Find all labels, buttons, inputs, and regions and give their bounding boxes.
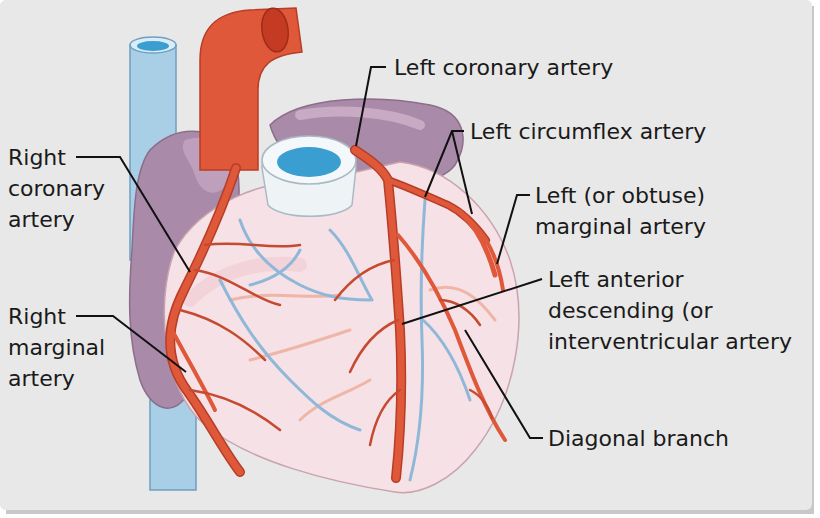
small-artery xyxy=(470,390,492,418)
part-label: Left (or obtuse) marginal artery xyxy=(535,180,770,242)
cardiac-veins xyxy=(220,200,470,480)
small-artery xyxy=(335,260,394,300)
cardiac-vein xyxy=(423,320,470,400)
part-label: Left anterior descending (or interventri… xyxy=(548,264,810,357)
small-artery xyxy=(440,300,480,325)
leader-line xyxy=(452,131,472,214)
cardiac-vein xyxy=(250,250,300,285)
panel-background xyxy=(0,0,812,510)
coronary-arteries xyxy=(170,150,505,478)
part-label: Diagonal branch xyxy=(548,423,810,454)
diagonal-branch xyxy=(398,235,505,440)
right-marginal-artery xyxy=(172,330,215,410)
panel-background xyxy=(0,0,812,510)
circumflex-branch xyxy=(486,240,503,290)
pulmonary-trunk-opening xyxy=(262,136,356,184)
vena-cava-lumen xyxy=(137,41,169,51)
cardiac-vein xyxy=(330,230,372,300)
cardiac-vein xyxy=(220,280,360,430)
pulmonary-trunk-lumen xyxy=(277,147,341,177)
leader-line xyxy=(465,330,543,438)
leader-line xyxy=(356,67,386,146)
vena-cava-opening xyxy=(130,37,176,53)
small-artery xyxy=(180,310,265,360)
left-anterior-descending-artery xyxy=(355,150,401,478)
leader-line xyxy=(402,279,542,324)
part-label: Left coronary artery xyxy=(394,52,694,83)
right-coronary-artery xyxy=(170,168,240,472)
leader-line xyxy=(425,131,464,197)
leader-line xyxy=(497,195,530,264)
part-label: Left circumflex artery xyxy=(470,116,790,147)
aorta-opening xyxy=(259,6,291,53)
small-arteries xyxy=(180,244,492,445)
part-label: Right coronary artery xyxy=(8,142,133,235)
small-artery xyxy=(350,320,398,372)
minor-vessel xyxy=(250,330,350,360)
lad-outline xyxy=(355,150,401,478)
right-coronary-outline xyxy=(170,168,240,472)
great-cardiac-vein xyxy=(410,200,425,480)
coronary-artery-outlines xyxy=(170,150,486,478)
small-artery xyxy=(370,390,400,445)
part-label: Right marginal artery xyxy=(8,301,128,394)
small-artery xyxy=(190,390,280,430)
leader-line xyxy=(76,157,190,272)
small-artery xyxy=(195,270,280,305)
small-artery xyxy=(205,244,300,247)
